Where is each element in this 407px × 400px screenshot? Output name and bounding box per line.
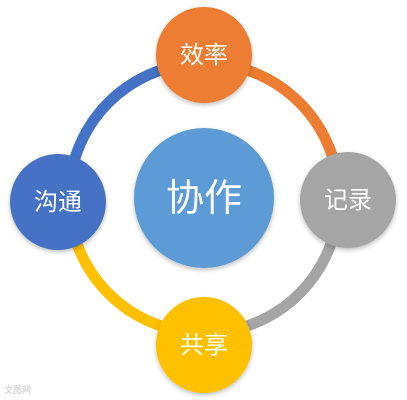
node-top: 效率	[156, 7, 252, 103]
node-left: 沟通	[10, 154, 106, 250]
center-circle	[134, 128, 274, 268]
node-bottom-label: 共享	[180, 331, 228, 359]
node-left-label: 沟通	[34, 188, 82, 216]
node-right-circle	[300, 152, 396, 248]
node-top-circle	[156, 7, 252, 103]
node-left-circle	[10, 154, 106, 250]
node-bottom: 共享	[156, 297, 252, 393]
center-label: 协作	[166, 176, 242, 220]
node-top-label: 效率	[180, 41, 228, 69]
center-node: 协作	[134, 128, 274, 268]
node-right-label: 记录	[324, 186, 372, 214]
node-bottom-circle	[156, 297, 252, 393]
watermark: 文图网	[4, 386, 32, 396]
node-right: 记录	[300, 152, 396, 248]
